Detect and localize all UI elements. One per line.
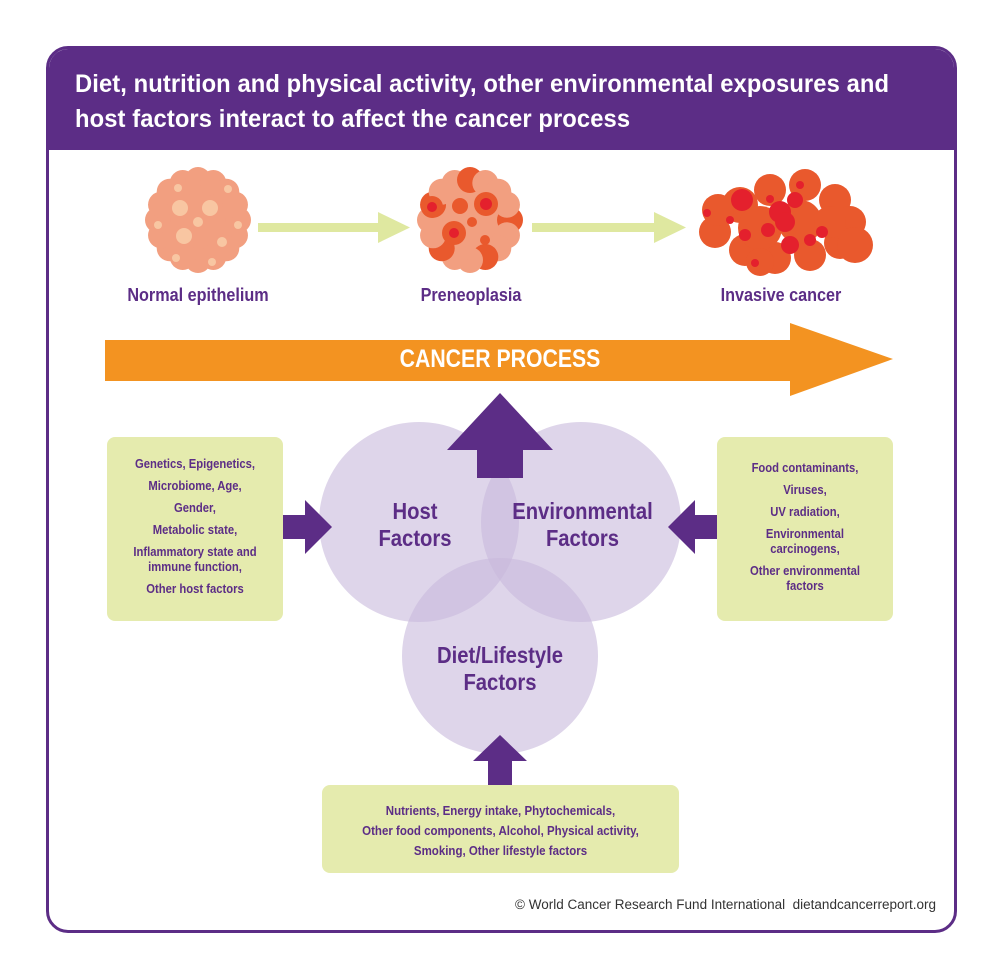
host-factor-item: Inflammatory state and immune function, xyxy=(133,545,257,574)
cell xyxy=(794,239,826,271)
cancer-process-label: CANCER PROCESS xyxy=(399,345,601,373)
venn-diagram xyxy=(319,422,681,754)
nucleus xyxy=(193,217,203,227)
nucleus-red xyxy=(766,195,774,203)
nucleus xyxy=(467,217,477,227)
environmental-factors-box: Food contaminants, Viruses, UV radiation… xyxy=(717,437,893,621)
host-factor-item: Metabolic state, xyxy=(152,523,238,537)
nucleus-red xyxy=(761,223,775,237)
website-link[interactable]: dietandcancerreport.org xyxy=(792,897,936,912)
nucleus-red xyxy=(804,234,816,246)
arrow-host-in xyxy=(283,500,332,554)
nucleus-red xyxy=(751,259,759,267)
invasive-cancer-cells xyxy=(699,169,873,276)
diet-lifestyle-factors-label: Diet/Lifestyle Factors xyxy=(416,642,583,696)
environmental-factors-line2: Factors xyxy=(545,525,620,551)
nucleus-red xyxy=(726,216,734,224)
nucleus-red xyxy=(703,209,711,217)
arrow-diet-in xyxy=(473,735,527,785)
nucleus xyxy=(480,235,490,245)
environmental-factors-line1: Environmental xyxy=(512,498,653,524)
diet-lifestyle-factors-circle xyxy=(402,558,598,754)
header-bar: Diet, nutrition and physical activity, o… xyxy=(49,49,954,150)
cell xyxy=(493,191,520,218)
environment-factor-item: UV radiation, xyxy=(770,505,840,519)
nucleus xyxy=(176,228,192,244)
nucleus xyxy=(234,221,242,229)
host-factor-item: Other host factors xyxy=(146,582,244,596)
nucleus xyxy=(452,198,468,214)
host-factors-box: Genetics, Epigenetics, Microbiome, Age, … xyxy=(107,437,283,621)
cancer-process-arrow xyxy=(105,323,893,396)
stage-label-preneoplasia: Preneoplasia xyxy=(420,285,522,305)
environmental-factors-label: Environmental Factors xyxy=(510,498,655,552)
host-factors-line1: Host xyxy=(392,498,438,524)
diet-factor-line: Nutrients, Energy intake, Phytochemicals… xyxy=(385,804,616,818)
stage-label-normal: Normal epithelium xyxy=(127,285,269,305)
environment-factor-item: Other environmental factors xyxy=(749,564,861,593)
cell xyxy=(221,191,248,218)
cell xyxy=(754,174,786,206)
host-factor-item: Genetics, Epigenetics, xyxy=(134,457,256,471)
nucleus-red xyxy=(781,236,799,254)
nucleus xyxy=(217,237,227,247)
preneoplasia-cells xyxy=(417,167,523,273)
environment-factor-item: Environmental carcinogens, xyxy=(765,527,845,556)
footer: © World Cancer Research Fund Internation… xyxy=(515,897,936,912)
stage-arrow-2 xyxy=(532,212,686,243)
normal-epithelium-cells xyxy=(145,167,251,273)
page-title: Diet, nutrition and physical activity, o… xyxy=(75,70,890,133)
nucleus xyxy=(172,254,180,262)
nucleus-red xyxy=(480,198,492,210)
arrow-environment-in xyxy=(668,500,717,554)
host-factor-item: Gender, xyxy=(174,501,216,515)
nucleus-red xyxy=(449,228,459,238)
nucleus xyxy=(172,200,188,216)
nucleus-red xyxy=(816,226,828,238)
environment-factor-item: Viruses, xyxy=(783,483,827,497)
diet-lifestyle-line2: Factors xyxy=(463,669,537,695)
nucleus xyxy=(224,185,232,193)
stage-label-invasive: Invasive cancer xyxy=(720,285,842,305)
copyright-text: © World Cancer Research Fund Internation… xyxy=(515,897,786,912)
diet-lifestyle-box: Nutrients, Energy intake, Phytochemicals… xyxy=(322,785,679,873)
nucleus xyxy=(154,221,162,229)
cell xyxy=(746,248,774,276)
nucleus-red xyxy=(775,212,795,232)
diet-factor-line: Other food components, Alcohol, Physical… xyxy=(362,824,639,838)
cell xyxy=(702,194,734,226)
cell xyxy=(837,227,873,263)
stage-arrow-1 xyxy=(258,212,410,243)
nucleus-red xyxy=(787,192,803,208)
nucleus-red xyxy=(796,181,804,189)
nucleus-red xyxy=(731,189,753,211)
nucleus xyxy=(208,258,216,266)
nucleus-red xyxy=(739,229,751,241)
up-arrow-to-process xyxy=(447,393,553,478)
nucleus xyxy=(174,184,182,192)
nucleus-red xyxy=(427,202,437,212)
host-factor-item: Microbiome, Age, xyxy=(148,479,242,493)
host-factors-line2: Factors xyxy=(378,525,452,551)
host-factors-label: Host Factors xyxy=(362,498,468,552)
diet-lifestyle-line1: Diet/Lifestyle xyxy=(437,642,563,668)
environment-factor-item: Food contaminants, xyxy=(751,461,859,475)
diet-factor-line: Smoking, Other lifestyle factors xyxy=(413,844,588,858)
nucleus xyxy=(202,200,218,216)
